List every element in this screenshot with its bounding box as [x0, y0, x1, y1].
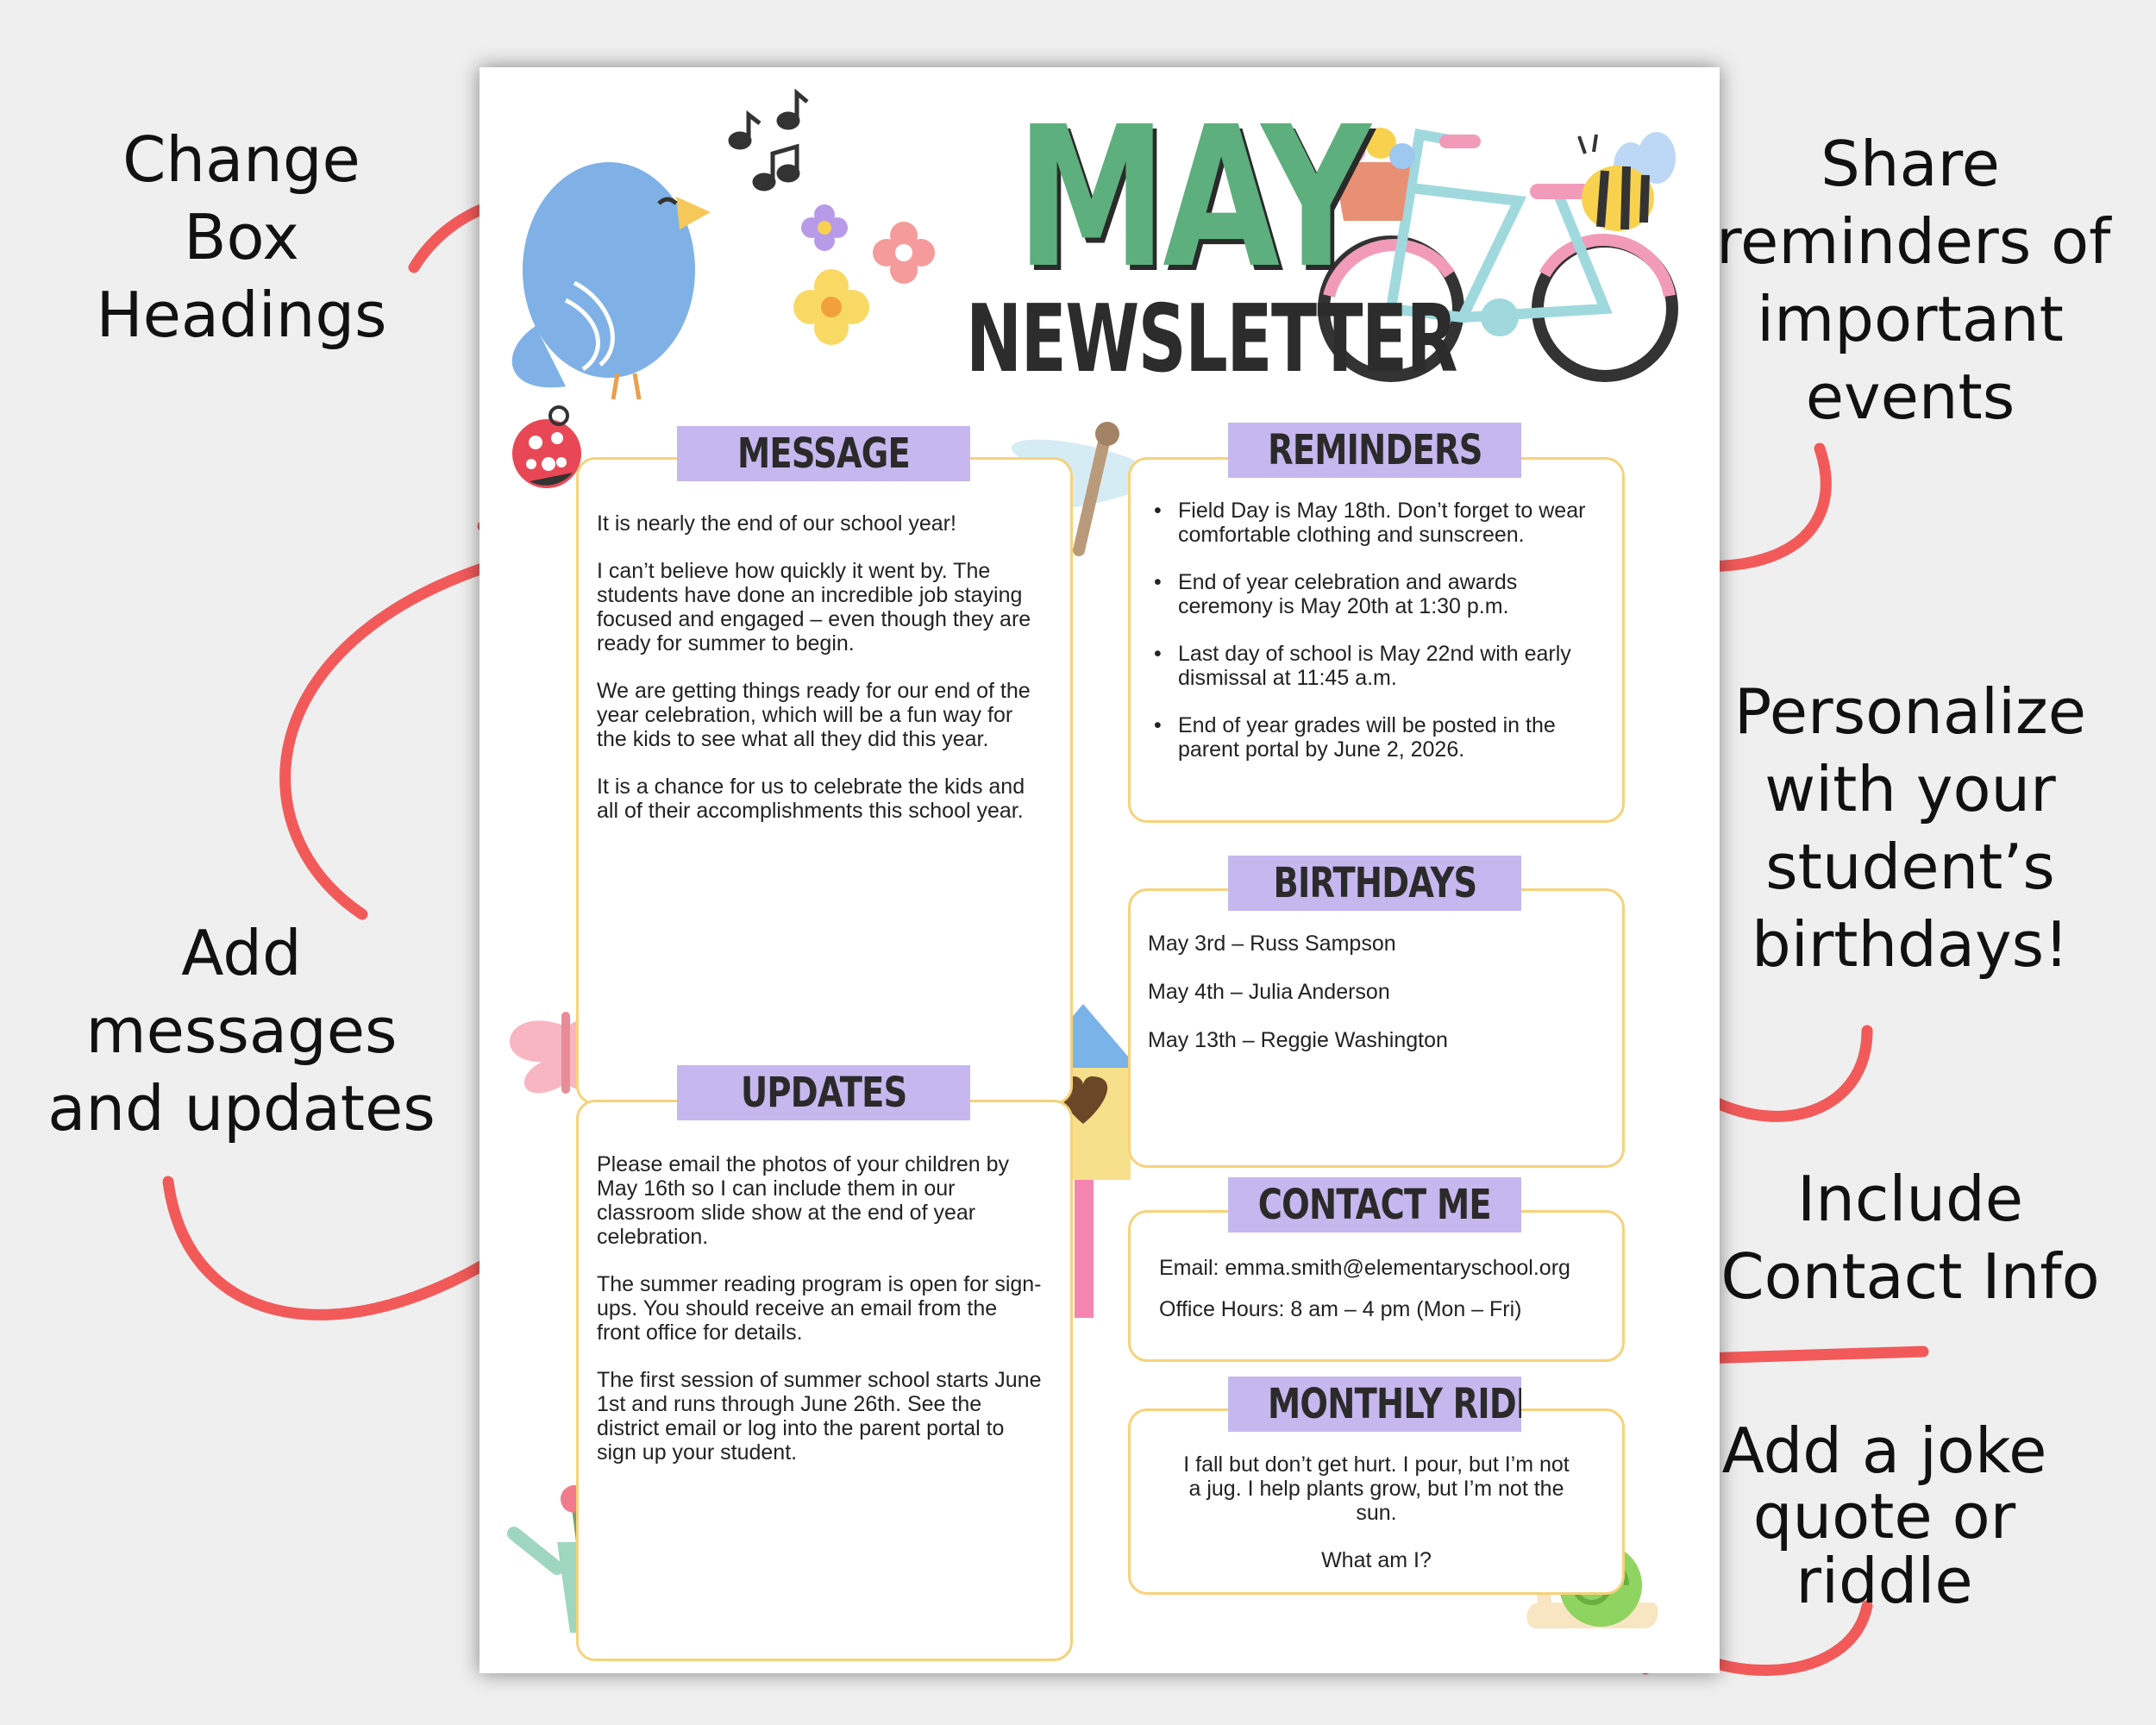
birthdays-heading[interactable]: BIRTHDAYS: [1228, 856, 1521, 911]
birthday-item: May 4th – Julia Anderson: [1148, 980, 1390, 1004]
message-text: It is nearly the end of our school year!…: [597, 511, 1045, 846]
birthday-item: May 3rd – Russ Sampson: [1148, 932, 1396, 956]
ladybug-icon: [512, 405, 581, 488]
callout-include-contact: Include Contact Info: [1720, 1163, 2100, 1313]
bee-icon: [1577, 132, 1676, 231]
callout-personalize: Personalize with your student’s birthday…: [1733, 675, 2087, 981]
reminders-text: Field Day is May 18th. Don’t forget to w…: [1150, 499, 1599, 785]
bicycle-icon: [1318, 128, 1678, 382]
riddle-heading[interactable]: MONTHLY RIDDLE: [1228, 1377, 1521, 1432]
callout-add-messages: Add messages and updates: [47, 917, 436, 1145]
contact-email[interactable]: Email: emma.smith@elementaryschool.org: [1159, 1256, 1570, 1280]
updates-text: Please email the photos of your children…: [597, 1152, 1045, 1488]
reminder-item: Last day of school is May 22nd with earl…: [1150, 642, 1599, 690]
updates-paragraph: The summer reading program is open for s…: [597, 1272, 1042, 1345]
message-box: [576, 457, 1073, 1105]
music-notes-icon: [728, 88, 809, 191]
title-newsletter: NEWSLETTER: [966, 285, 1458, 393]
riddle-body: I fall but don’t get hurt. I pour, but I…: [1183, 1452, 1570, 1525]
reminder-item: End of year celebration and awards cerem…: [1150, 570, 1599, 618]
reminder-item: End of year grades will be posted in the…: [1150, 713, 1599, 762]
message-paragraph: I can’t believe how quickly it went by. …: [597, 559, 1031, 656]
callout-add-joke: Add a joke quote or riddle: [1721, 1414, 2047, 1618]
reminder-item: Field Day is May 18th. Don’t forget to w…: [1150, 499, 1599, 547]
riddle-question: What am I?: [1321, 1548, 1432, 1572]
newsletter-page: MAY NEWSLETTER MESSAGE It is nearly the …: [479, 67, 1720, 1673]
callout-share-reminders: Share reminders of important events: [1716, 128, 2111, 433]
contact-heading[interactable]: CONTACT ME: [1228, 1177, 1521, 1233]
message-paragraph: It is nearly the end of our school year!: [597, 511, 956, 536]
message-paragraph: It is a chance for us to celebrate the k…: [597, 775, 1025, 823]
birthdays-box: [1128, 888, 1625, 1168]
riddle-box: [1128, 1408, 1625, 1595]
riddle-text: I fall but don’t get hurt. I pour, but I…: [1178, 1452, 1575, 1572]
flowers-icon: [793, 204, 935, 345]
contact-text: Email: emma.smith@elementaryschool.org O…: [1159, 1256, 1608, 1339]
message-heading[interactable]: MESSAGE: [677, 426, 970, 481]
title-month: MAY: [1016, 85, 1370, 311]
birthdays-text: May 3rd – Russ Sampson May 4th – Julia A…: [1148, 932, 1476, 1076]
bird-icon: [511, 162, 711, 400]
updates-paragraph: Please email the photos of your children…: [597, 1152, 1010, 1249]
callout-change-headings: Change Box Headings: [96, 123, 387, 351]
updates-heading[interactable]: UPDATES: [677, 1065, 970, 1120]
updates-box: [576, 1100, 1073, 1661]
birthday-item: May 13th – Reggie Washington: [1148, 1028, 1448, 1052]
contact-box: [1128, 1210, 1625, 1362]
reminders-heading[interactable]: REMINDERS: [1228, 423, 1521, 478]
contact-hours: Office Hours: 8 am – 4 pm (Mon – Fri): [1159, 1297, 1522, 1321]
message-paragraph: We are getting things ready for our end …: [597, 679, 1031, 751]
updates-paragraph: The first session of summer school start…: [597, 1368, 1042, 1465]
arrow-add-messages-top: [279, 546, 545, 920]
